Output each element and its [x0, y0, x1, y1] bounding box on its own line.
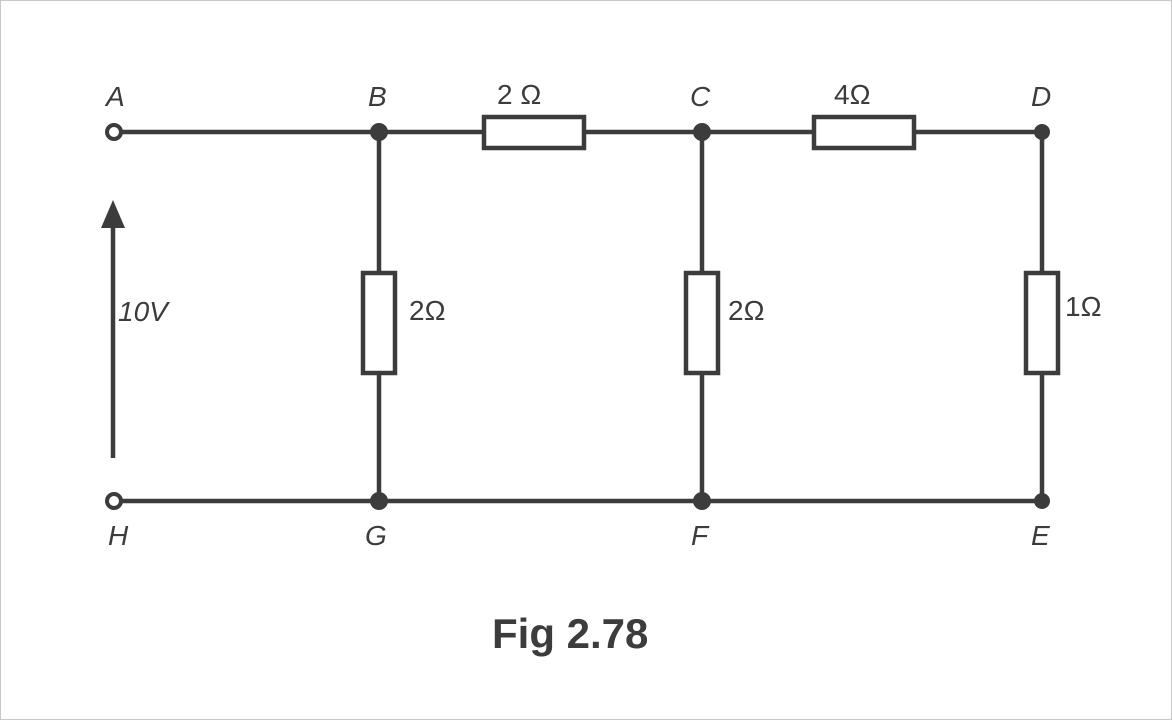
resistor-label-cf: 2Ω — [728, 295, 765, 326]
node-label-a: A — [104, 81, 125, 112]
resistor-label-cd: 4Ω — [834, 79, 871, 110]
source-voltage-label: 10V — [118, 296, 170, 327]
junction-b — [370, 123, 388, 141]
junction-g — [370, 492, 388, 510]
figure-caption: Fig 2.78 — [492, 610, 648, 657]
resistor-cd — [811, 114, 917, 151]
resistor-bg — [360, 270, 398, 376]
node-label-h: H — [108, 520, 129, 551]
node-label-c: C — [690, 81, 711, 112]
resistor-label-bg: 2Ω — [409, 295, 446, 326]
junction-f — [693, 492, 711, 510]
node-label-d: D — [1031, 81, 1051, 112]
node-label-f: F — [691, 520, 710, 551]
resistor-label-bc: 2 Ω — [497, 79, 541, 110]
voltage-arrow-head-icon — [101, 200, 125, 228]
node-label-e: E — [1031, 520, 1050, 551]
resistor-de — [1023, 270, 1061, 376]
junction-e — [1034, 493, 1050, 509]
node-label-g: G — [365, 520, 387, 551]
node-label-b: B — [368, 81, 387, 112]
junction-c — [693, 123, 711, 141]
resistor-bc — [481, 114, 587, 151]
terminal-a — [105, 123, 123, 141]
junction-d — [1034, 124, 1050, 140]
resistor-label-de: 1Ω — [1065, 291, 1102, 322]
terminal-h — [105, 492, 123, 510]
resistor-cf — [683, 270, 721, 376]
